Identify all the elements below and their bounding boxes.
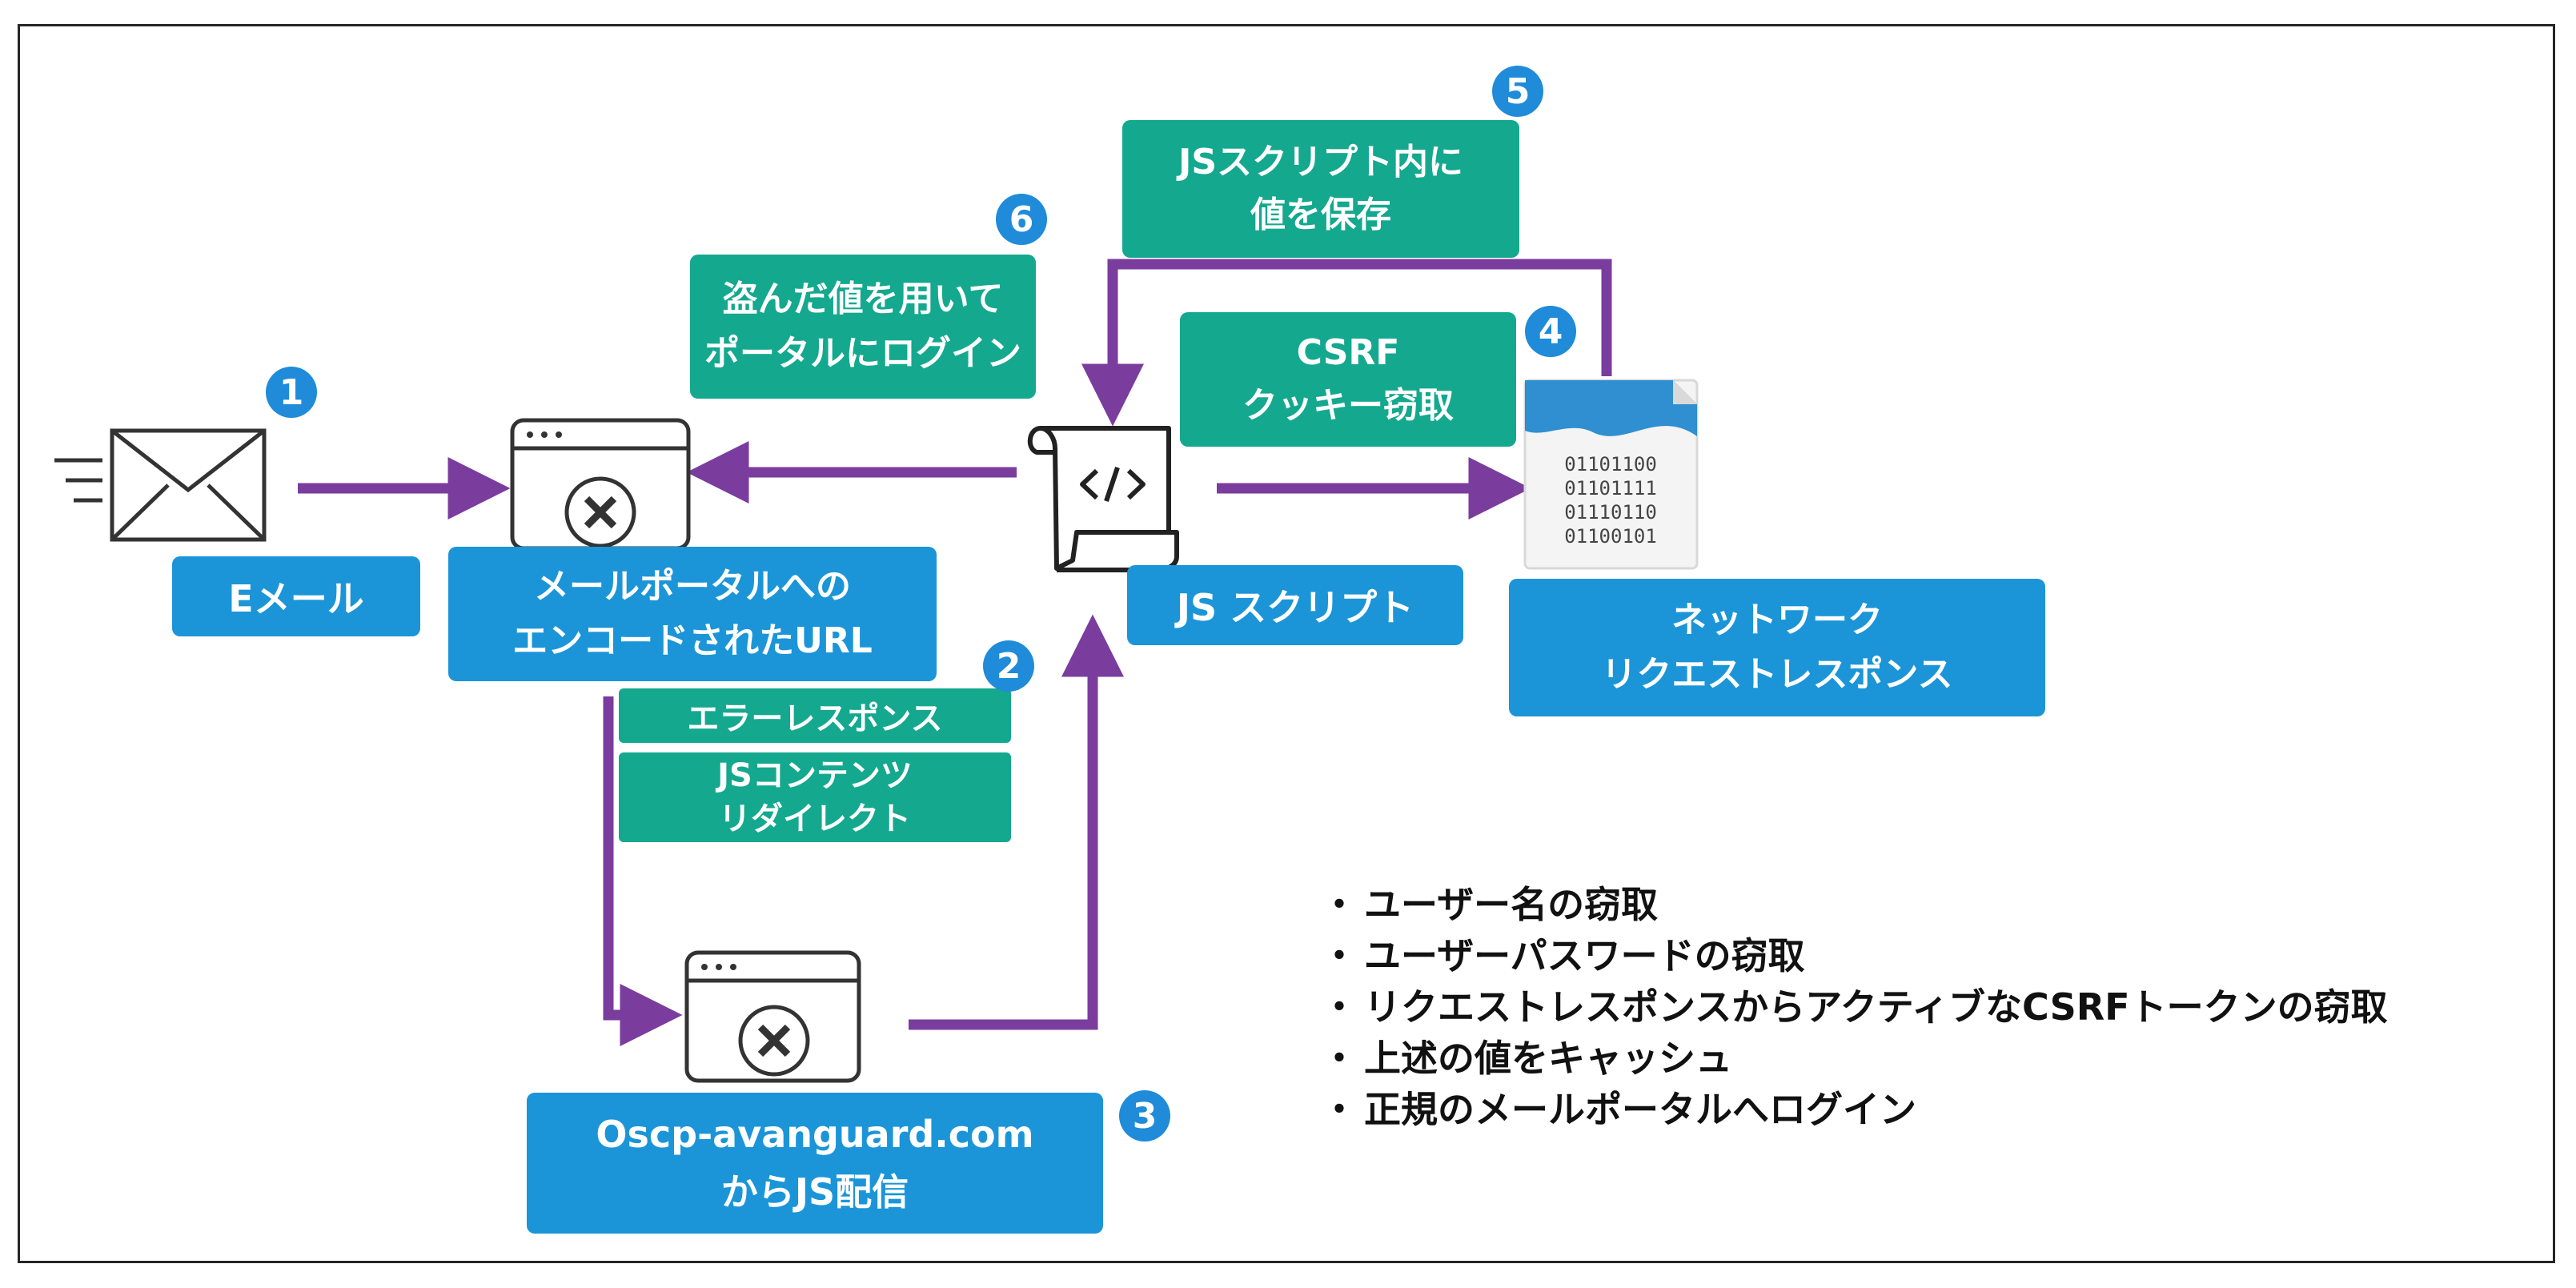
arrow-portal-to-cdn bbox=[603, 696, 683, 1046]
findings-list: ・ユーザー名の窃取 ・ユーザーパスワードの窃取 ・リクエストレスポンスからアクテ… bbox=[1321, 879, 2388, 1135]
step-badge-4: 4 bbox=[1525, 306, 1576, 357]
diagram-frame bbox=[18, 24, 2555, 1263]
step-js-redirect: JSコンテンツ リダイレクト bbox=[619, 752, 1011, 842]
flow-arrows bbox=[298, 259, 1612, 1046]
browser-window-x-icon bbox=[684, 950, 861, 1083]
step-csrf: CSRF クッキー窃取 bbox=[1180, 312, 1516, 447]
step-badge-1: 1 bbox=[266, 367, 317, 418]
envelope-icon bbox=[54, 428, 267, 542]
binary-line: 01101100 bbox=[1564, 453, 1657, 475]
list-item: ・正規のメールポータルへログイン bbox=[1321, 1088, 1916, 1131]
binary-line: 01101111 bbox=[1564, 477, 1657, 500]
step-save-value: JSスクリプト内に 値を保存 bbox=[1122, 120, 1519, 258]
step-badge-3: 3 bbox=[1119, 1090, 1170, 1142]
list-item: ・上述の値をキャッシュ bbox=[1321, 1037, 1732, 1080]
browser-window-x-icon bbox=[510, 418, 691, 551]
label-email: Eメール bbox=[172, 556, 420, 636]
list-item: ・ユーザーパスワードの窃取 bbox=[1321, 934, 1805, 977]
step-badge-6: 6 bbox=[996, 194, 1047, 245]
list-item: ・ユーザー名の窃取 bbox=[1321, 883, 1659, 926]
step-error-response: エラーレスポンス bbox=[619, 688, 1011, 743]
binary-line: 01100101 bbox=[1564, 525, 1657, 548]
label-cdn: Oscp-avanguard.com からJS配信 bbox=[527, 1093, 1103, 1234]
label-js-script: JS スクリプト bbox=[1127, 565, 1463, 645]
label-network: ネットワーク リクエストレスポンス bbox=[1509, 579, 2045, 716]
arrow-network-to-script bbox=[1081, 259, 1612, 427]
binary-data-document-icon: 01101100 01101111 01110110 01100101 bbox=[1523, 379, 1699, 570]
step-login: 盗んだ値を用いて ポータルにログイン bbox=[690, 255, 1036, 399]
list-item: ・リクエストレスポンスからアクティブなCSRFトークンの窃取 bbox=[1321, 985, 2388, 1029]
script-scroll-code-icon bbox=[1027, 426, 1179, 572]
label-encoded-url: メールポータルへの エンコードされたURL bbox=[448, 547, 937, 681]
binary-line: 01110110 bbox=[1564, 501, 1657, 524]
step-badge-2: 2 bbox=[983, 640, 1034, 692]
step-badge-5: 5 bbox=[1492, 66, 1543, 117]
arrow-cdn-to-script bbox=[909, 614, 1124, 1030]
